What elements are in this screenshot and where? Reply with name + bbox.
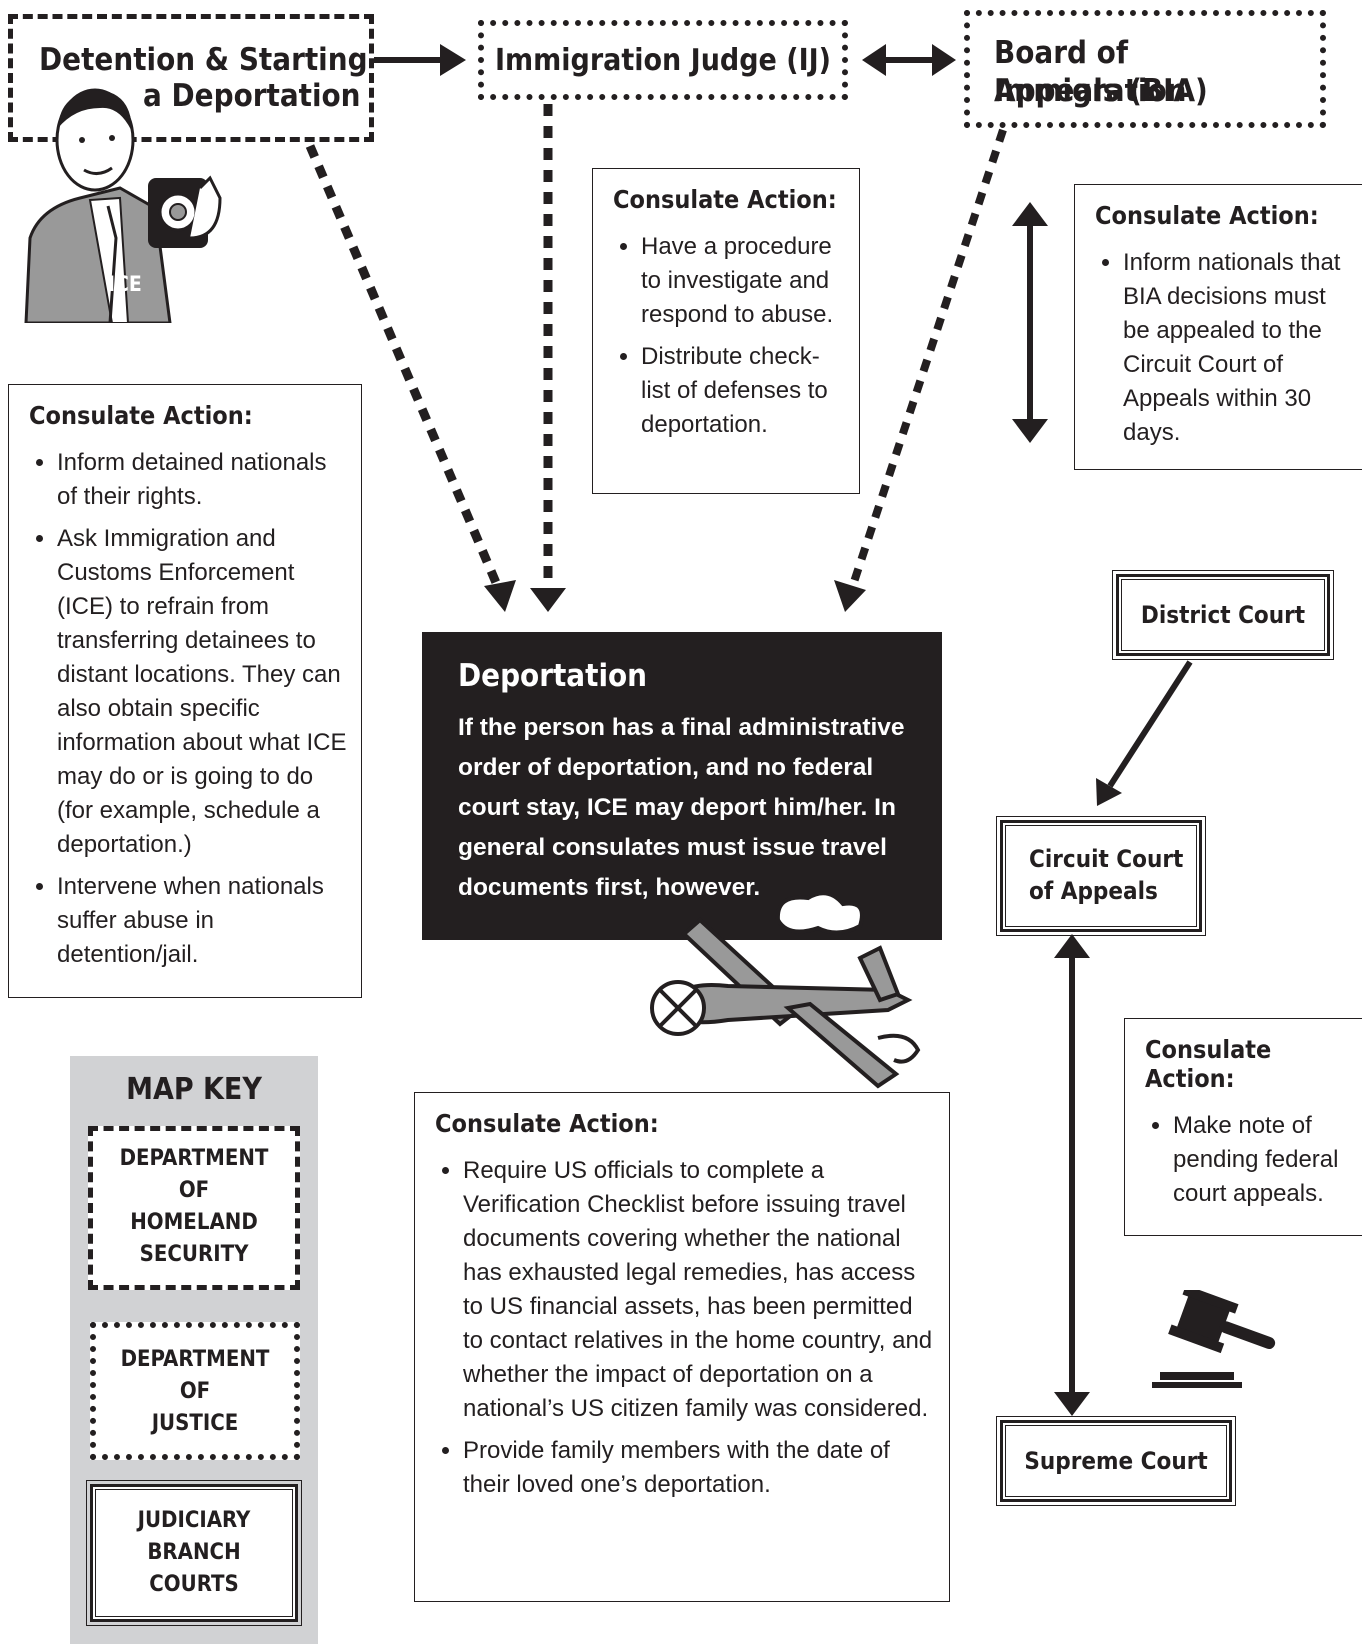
bia-box: Board of Immigration Appeals (BIA) xyxy=(964,10,1326,128)
supreme-court-box: Supreme Court xyxy=(996,1416,1236,1506)
deportation-box: Deportation If the person has a final ad… xyxy=(422,632,942,940)
circuit-court-line2: of Appeals xyxy=(1029,877,1158,905)
consulate-action-deportation: Consulate Action: Require US officials t… xyxy=(414,1092,950,1602)
district-court-label: District Court xyxy=(1140,601,1306,629)
detention-line2: a Deportation xyxy=(143,78,361,114)
key-dhs-line: DEPARTMENT xyxy=(119,1146,269,1171)
consulate-ij-title: Consulate Action: xyxy=(613,185,837,214)
consulate-detention-item: Ask Immigration and Customs Enforcement … xyxy=(57,522,351,862)
ice-officer-illustration: ICE xyxy=(20,88,230,325)
consulate-deportation-item: Provide family members with the date of … xyxy=(463,1434,935,1502)
key-dhs: DEPARTMENT OF HOMELAND SECURITY xyxy=(88,1126,300,1290)
key-dhs-line: HOMELAND xyxy=(130,1210,258,1235)
deportation-body: If the person has a final administrative… xyxy=(458,714,905,901)
detention-line1: Detention & Starting xyxy=(39,42,368,78)
circuit-court-line1: Circuit Court xyxy=(1029,845,1184,873)
circuit-court-box: Circuit Court of Appeals xyxy=(996,816,1206,936)
key-doj: DEPARTMENT OF JUSTICE xyxy=(90,1322,300,1460)
immigration-judge-box: Immigration Judge (IJ) xyxy=(478,20,848,100)
consulate-ij-item: Have a procedure to investigate and resp… xyxy=(641,230,849,332)
consulate-ij-item: Distribute check-list of defenses to dep… xyxy=(641,340,849,442)
key-dhs-line: OF xyxy=(178,1178,210,1203)
consulate-deportation-title: Consulate Action: xyxy=(435,1109,659,1138)
consulate-action-bia: Consulate Action: Inform nationals that … xyxy=(1074,184,1362,470)
consulate-bia-title: Consulate Action: xyxy=(1095,201,1319,230)
dotted-arrow-bia-deportation xyxy=(849,128,1007,587)
consulate-detention-item: Intervene when nationals suffer abuse in… xyxy=(57,870,351,972)
consulate-detention-title: Consulate Action: xyxy=(29,401,253,430)
detention-box: Detention & Starting a Deportation xyxy=(8,14,374,142)
key-dhs-line: SECURITY xyxy=(139,1242,249,1267)
bia-line1: Board of Immigration xyxy=(994,35,1187,109)
airplane-illustration xyxy=(638,890,948,1100)
arrow-district-circuit xyxy=(1107,660,1193,788)
consulate-detention-item: Inform detained nationals of their right… xyxy=(57,446,351,514)
bia-line2: Appeals (BIA) xyxy=(994,73,1208,109)
map-key-title: MAP KEY xyxy=(126,1072,262,1107)
key-doj-line: JUSTICE xyxy=(151,1411,239,1436)
officer-badge-text: ICE xyxy=(108,272,142,296)
district-court-box: District Court xyxy=(1112,570,1334,660)
consulate-courts-item: Make note of pending federal court appea… xyxy=(1173,1109,1362,1211)
consulate-action-detention: Consulate Action: Inform detained nation… xyxy=(8,384,362,998)
gavel-icon xyxy=(1150,1285,1280,1390)
consulate-courts-title: Consulate Action: xyxy=(1145,1035,1272,1093)
deportation-title: Deportation xyxy=(458,658,648,694)
arrowhead-ij xyxy=(440,44,466,76)
supreme-court-label: Supreme Court xyxy=(1024,1447,1208,1475)
consulate-bia-item: Inform nationals that BIA decisions must… xyxy=(1123,246,1359,450)
consulate-deportation-item: Require US officials to complete a Verif… xyxy=(463,1154,935,1426)
ij-label: Immigration Judge (IJ) xyxy=(494,42,831,78)
key-judiciary: JUDICIARY BRANCH COURTS xyxy=(86,1480,302,1626)
key-doj-line: DEPARTMENT xyxy=(120,1347,270,1372)
consulate-action-courts: Consulate Action: Make note of pending f… xyxy=(1124,1018,1362,1236)
key-judiciary-line: COURTS xyxy=(149,1572,239,1597)
key-judiciary-line: BRANCH xyxy=(147,1540,241,1565)
consulate-action-ij: Consulate Action: Have a procedure to in… xyxy=(592,168,860,494)
map-key: MAP KEY DEPARTMENT OF HOMELAND SECURITY … xyxy=(70,1056,318,1644)
key-judiciary-line: JUDICIARY xyxy=(137,1508,251,1533)
key-doj-line: OF xyxy=(179,1379,211,1404)
